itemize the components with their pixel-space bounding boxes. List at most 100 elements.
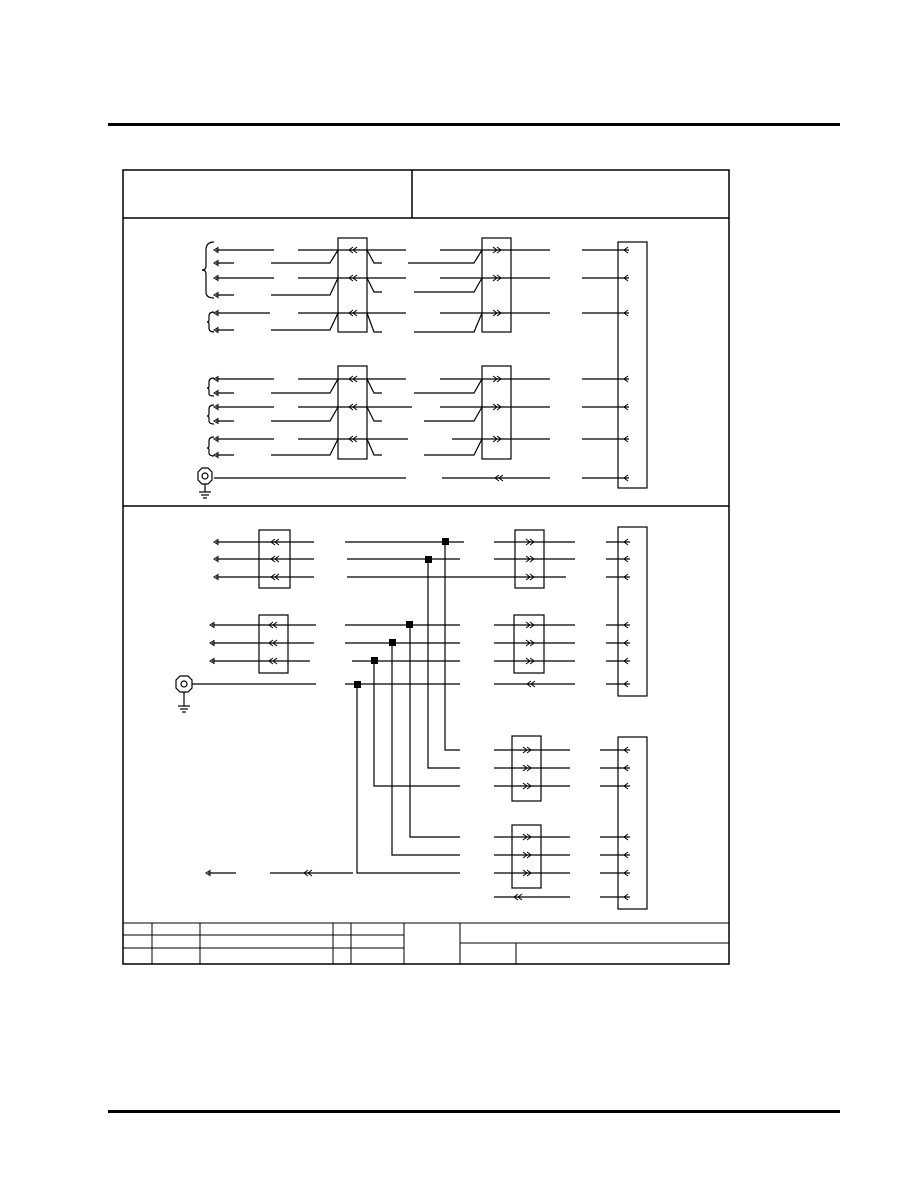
wire-end-arrows [205,246,219,877]
brace-group-3 [206,377,215,397]
connector-male-symbol [492,375,502,383]
connector-female-symbol [348,403,358,411]
connector-block-10 [511,824,542,889]
terminal-pins [623,246,629,901]
splice-dots [354,538,449,688]
connector-female-symbol [268,639,278,647]
wire-end-arrow [213,403,219,411]
terminal-pin [623,246,629,254]
lower-section [175,526,648,910]
connector-male-symbol [522,851,532,859]
terminal-pin [623,375,629,383]
wire-end-arrow [213,573,219,581]
connector-male-symbol [522,746,532,754]
terminal-pin [623,782,629,790]
terminal-pin [623,621,629,629]
connector-block-3 [337,365,368,460]
connector-block-2 [481,237,512,333]
connector-male-symbol [525,657,535,665]
connector-male-symbol [525,555,535,563]
connector-male-symbol [525,538,535,546]
terminal-pin [623,639,629,647]
wire-end-arrow [213,375,219,383]
splice-dot [442,538,449,545]
terminal-pin [623,851,629,859]
connector-male-symbol [525,573,535,581]
terminal-pin [623,869,629,877]
terminal-pin [623,403,629,411]
terminal-pin [623,555,629,563]
connector-male-symbol [525,621,535,629]
connector-female-symbol [268,657,278,665]
connector-female-symbol [270,573,280,581]
splice-dot [406,621,413,628]
connector-male-symbol [492,435,502,443]
connector-male-symbol [492,403,502,411]
wire-end-arrow [213,326,219,334]
terminal-strip-lower-1 [617,526,648,697]
terminal-pin [623,833,629,841]
wire-end-arrow [213,538,219,546]
terminal-pin [623,893,629,901]
terminal-pin [623,746,629,754]
brace-group-5 [206,436,215,457]
brace-group-1 [201,241,215,299]
wire-end-arrow [213,389,219,397]
wire-end-arrow [213,417,219,425]
connector-female-symbol [268,621,278,629]
connector-male-symbol [522,782,532,790]
title-block [123,922,729,964]
connector-block-1 [337,237,368,333]
connector-female-symbol [348,375,358,383]
connector-male-symbol [492,274,502,282]
wire-end-arrow [213,246,219,254]
wire-end-arrow [213,555,219,563]
connector-male-symbol [492,246,502,254]
connector-block-6 [258,614,289,674]
terminal-strip-lower-2 [617,736,648,910]
wire-end-arrow [209,639,215,647]
wire-end-arrow [213,451,219,459]
wire-end-arrow [213,309,219,317]
wire-end-arrow [213,435,219,443]
ground-icon [197,467,213,499]
connector-female-symbol [270,538,280,546]
connector-block-8 [513,614,545,674]
splice-dot [425,556,432,563]
connector-female-symbol [348,309,358,317]
upper-wires-group-2 [214,378,629,479]
connector-female-symbol [348,435,358,443]
connector-male-symbol [492,309,502,317]
wire-end-arrow [205,869,211,877]
wire-end-arrow [209,621,215,629]
header-rule [108,123,840,126]
connector-female-symbol [348,246,358,254]
terminal-pin [623,435,629,443]
connector-female-symbol [494,474,504,482]
connector-male-symbol [522,833,532,841]
wire-end-arrow [213,274,219,282]
connector-male-symbol [522,764,532,772]
terminal-pin [623,538,629,546]
female-connector-symbols [268,246,536,901]
upper-wires-group-1 [216,249,629,333]
connector-female-symbol [270,555,280,563]
wire-end-arrow [209,657,215,665]
upper-section [197,237,648,499]
terminal-strip-upper [617,241,648,489]
connector-female-symbol [348,274,358,282]
ground-icon [175,675,193,713]
diagram-frame [122,169,730,965]
lower-wires [192,541,630,898]
splice-dot [389,639,396,646]
terminal-pin [623,764,629,772]
connector-male-symbol [522,869,532,877]
splice-dot [354,681,361,688]
terminal-pin [623,274,629,282]
connector-male-symbol [525,639,535,647]
connector-female-symbol [526,680,536,688]
splice-dot [371,657,378,664]
connector-female-symbol [513,893,523,901]
